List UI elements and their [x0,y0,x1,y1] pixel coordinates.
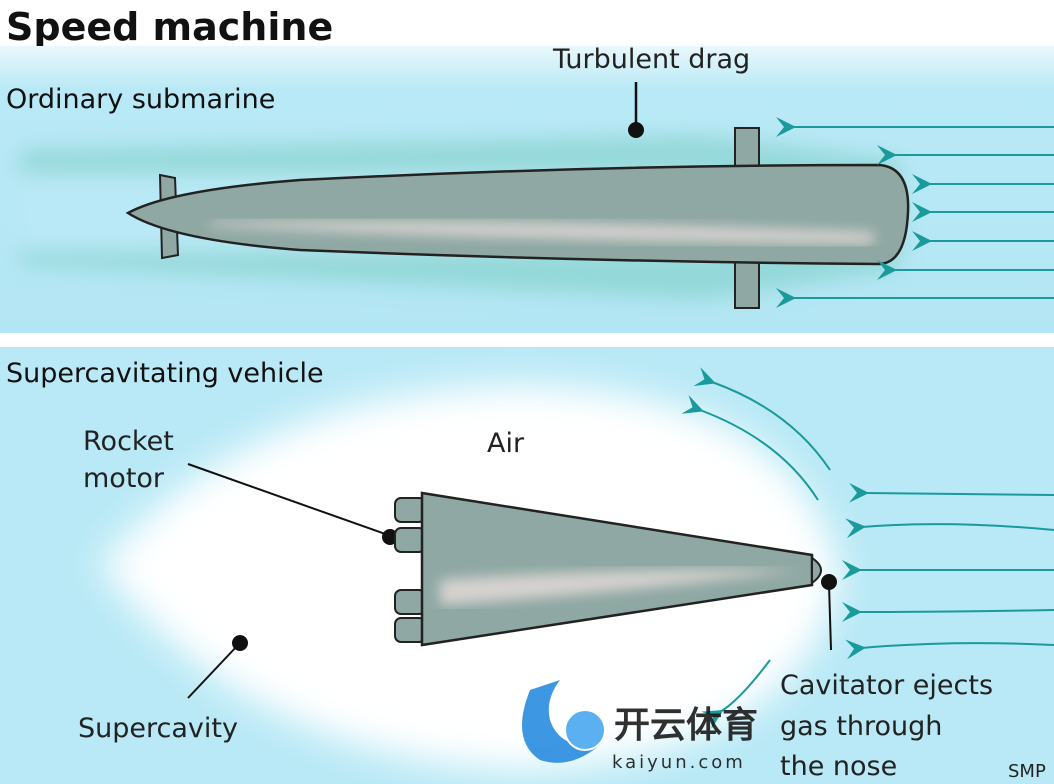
vehicle-body [394,491,822,647]
watermark-logo: 开云体育 kaiyun.com [522,680,758,773]
flow-arrows-bottom [681,367,1054,729]
credit: SMP [1008,761,1046,782]
label-cavitator-line3: the nose [780,751,897,782]
section-heading-supercavitating: Supercavitating vehicle [6,358,324,389]
flow-arrows-top [776,117,1054,308]
submarine-hull [125,127,910,309]
label-cavitator-line1: Cavitator ejects [780,670,993,701]
label-rocket-line1: Rocket [83,426,174,457]
ordinary-submarine-panel: Ordinary submarine Turbulent drag [0,44,1054,333]
label-air: Air [487,428,525,459]
label-turbulent-drag: Turbulent drag [552,44,750,75]
label-rocket-line2: motor [83,463,165,494]
watermark-cn: 开云体育 [614,705,758,746]
watermark-url: kaiyun.com [612,752,746,773]
label-supercavity: Supercavity [78,713,238,744]
label-cavitator-line2: gas through [780,711,942,742]
section-heading-ordinary: Ordinary submarine [6,84,275,115]
diagram-title: Speed machine [6,5,333,49]
